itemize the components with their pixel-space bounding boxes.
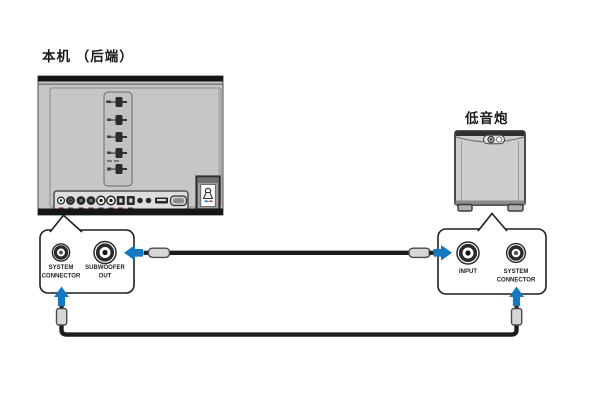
- soundbar-bottom-edge: [38, 208, 223, 215]
- cable-plug-right: [510, 307, 523, 326]
- subwoofer-audio-cable: [143, 247, 436, 259]
- cable-plug-tip: [143, 250, 150, 255]
- column-connector-icons: [106, 97, 127, 174]
- arrow-up-right-icon: [509, 286, 524, 306]
- subwoofer-out-jack: [93, 240, 117, 265]
- subwoofer-foot-right: [507, 203, 524, 212]
- soundbar-rear-illustration: [37, 75, 224, 216]
- sub-system-connector-label-line1: SYSTEM: [504, 269, 529, 275]
- wall-mount-bracket: [195, 175, 221, 211]
- subwoofer-top-port-icon: [483, 134, 505, 145]
- soundbar-jack-callout: SYSTEM CONNECTOR SUBWOOFER OUT: [39, 214, 135, 294]
- system-connector-jack-sub: [505, 242, 527, 264]
- subwoofer-illustration: [454, 130, 526, 212]
- cable-plug-left: [55, 307, 68, 326]
- usb-port-icon: [155, 197, 168, 204]
- subwoofer-title: 低音炮: [465, 111, 509, 126]
- subwoofer-out-label-line2: OUT: [99, 274, 112, 280]
- callout-pointer: [478, 213, 507, 231]
- soundbar-top-edge: [38, 76, 223, 82]
- subwoofer-foot-left: [457, 203, 473, 212]
- sub-system-connector-label-line2: CONNECTOR: [497, 278, 536, 284]
- dsub-port-icon: [169, 195, 188, 207]
- callout-pointer: [50, 215, 82, 232]
- arrow-up-left-icon: [54, 286, 69, 306]
- input-label: INPUT: [459, 269, 477, 275]
- cable-plug-middle-left: [147, 247, 171, 259]
- system-connector-label-line1: SYSTEM: [49, 265, 74, 271]
- subwoofer-out-label-line1: SUBWOOFER: [85, 265, 125, 271]
- system-connector-jack: [51, 243, 71, 262]
- side-connector-column: [103, 91, 133, 187]
- cable-plug-tip: [428, 250, 436, 255]
- subwoofer-jack-callout: INPUT SYSTEM CONNECTOR: [437, 212, 547, 295]
- input-jack: [456, 241, 480, 265]
- system-connector-label-line2: CONNECTOR: [42, 274, 81, 280]
- recessed-panel: [49, 87, 222, 208]
- unit-rear-title: 本机 （后端）: [42, 49, 134, 64]
- system-connector-cable: [55, 302, 523, 337]
- cable-plug-middle-right: [408, 247, 431, 259]
- rear-connector-strip: [53, 190, 189, 212]
- arrow-right-icon: [433, 245, 452, 261]
- arrow-left-icon: [124, 245, 143, 261]
- connection-arrows: [54, 245, 524, 306]
